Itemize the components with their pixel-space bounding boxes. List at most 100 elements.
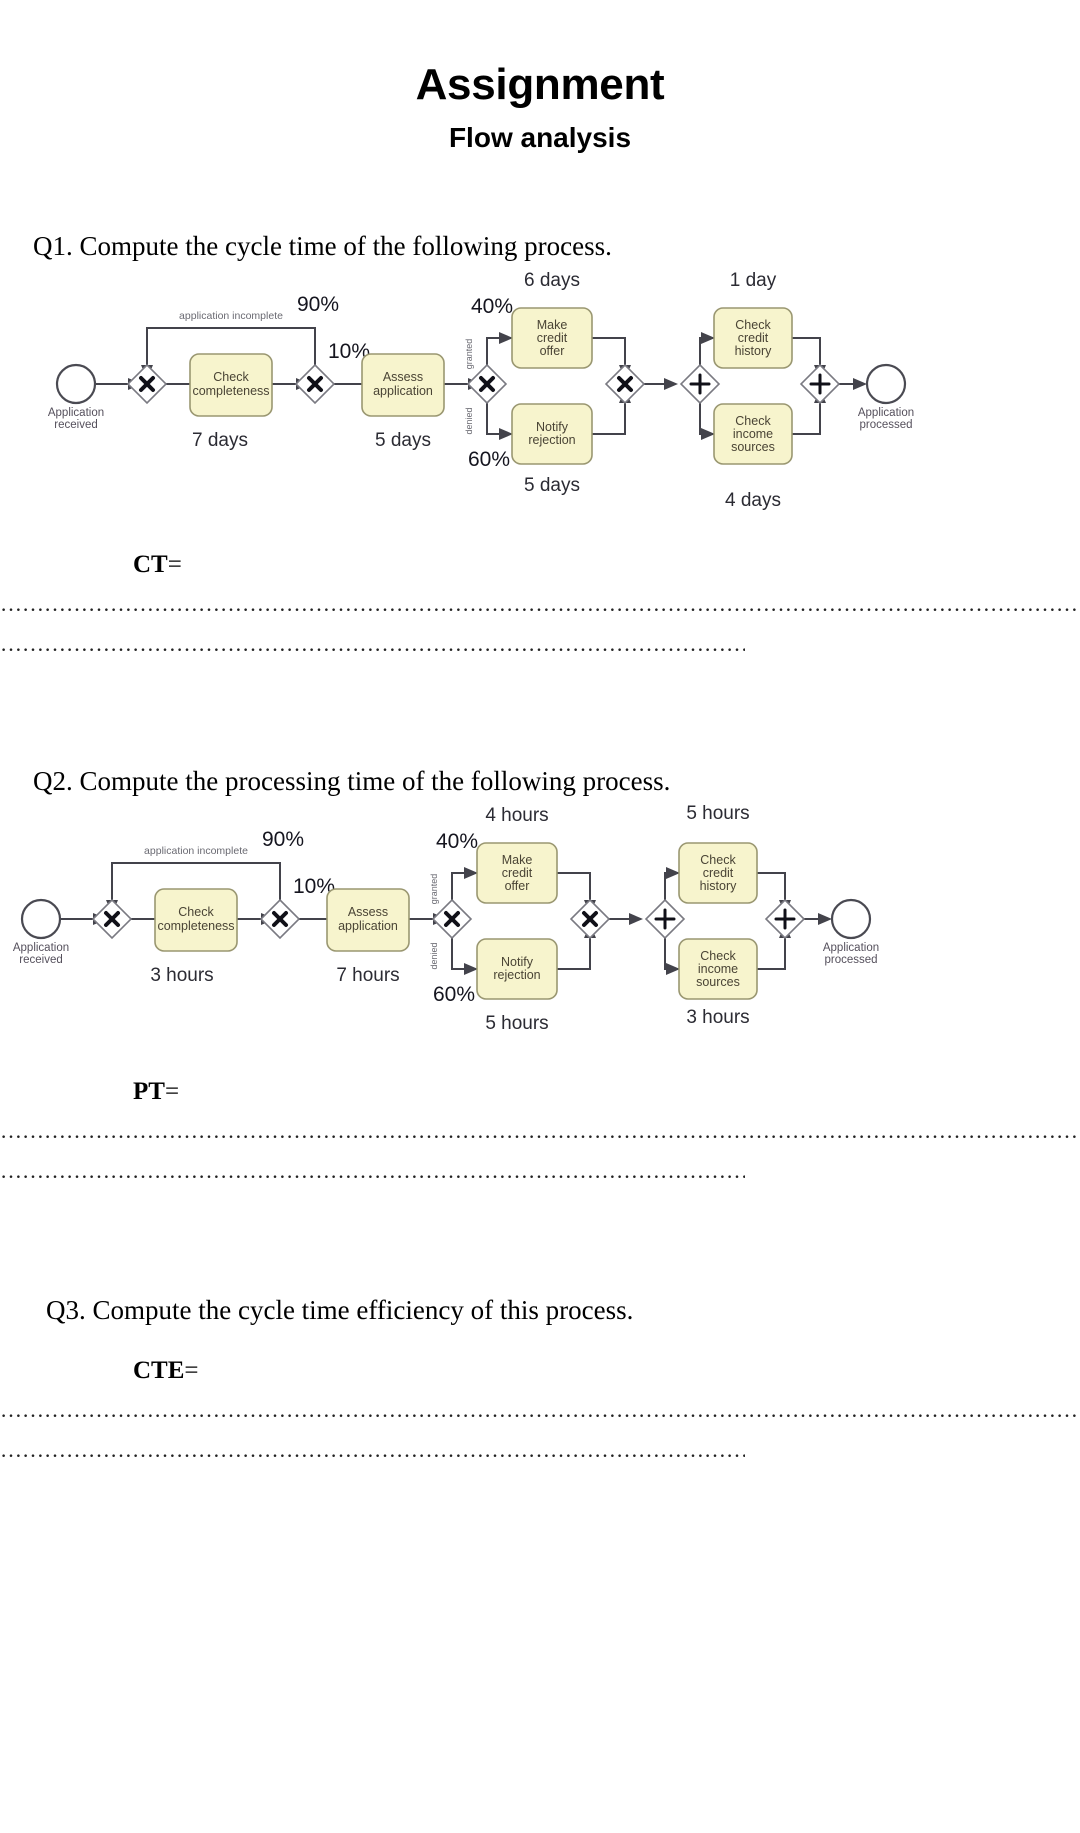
task-make-credit-offer-line3: offer (540, 344, 565, 358)
question-1-text: Q1. Compute the cycle time of the follow… (33, 231, 612, 262)
answer-label-pt-text: PT (133, 1077, 165, 1105)
task-notify-rejection-line2: rejection (493, 968, 540, 982)
duration-notify-rejection: 5 hours (485, 1013, 548, 1034)
start-event-circle (20, 898, 62, 939)
task-check-income-sources-line3: sources (731, 440, 775, 454)
start-event-label-line1: Application (48, 407, 104, 419)
duration-check-credit-history: 1 day (730, 270, 777, 291)
answer-label-cte-equals: = (184, 1357, 199, 1385)
task-check-income-sources (678, 937, 758, 1000)
task-assess-application (361, 353, 445, 417)
task-assess-application-line2: application (373, 384, 433, 398)
duration-make-credit-offer: 6 days (524, 270, 580, 291)
task-check-income-sources-line2: income (733, 427, 773, 441)
task-check-credit-history-line1: Check (700, 853, 736, 867)
task-check-completeness-line2: completeness (157, 919, 234, 933)
duration-check-income-sources: 3 hours (686, 1007, 749, 1028)
start-event-label-line1: Application (13, 942, 69, 954)
end-event-circle (865, 363, 907, 404)
pct-loop-back-1: 90% (297, 293, 339, 316)
answer-label-ct-text: CT (133, 550, 168, 578)
duration-make-credit-offer: 4 hours (485, 805, 548, 826)
task-make-credit-offer-line2: credit (537, 331, 568, 345)
answer-label-ct-equals: = (167, 550, 182, 578)
start-event-label-line2: received (54, 419, 97, 431)
task-notify-rejection-line1: Notify (501, 955, 534, 969)
pct-granted-2: 40% (436, 830, 478, 853)
document-title: Assignment (415, 60, 665, 109)
task-check-income-sources-line1: Check (700, 949, 736, 963)
duration-check-completeness: 7 days (192, 430, 248, 451)
bpmn-diagram-1: Application received Check completeness … (0, 266, 1080, 521)
task-check-income-sources-line1: Check (735, 414, 771, 428)
answer-line-pt-1[interactable]: …………………………………………………………………………………………………………… (0, 1117, 1080, 1143)
task-assess-application-line2: application (338, 919, 398, 933)
task-check-completeness (154, 887, 238, 952)
task-check-income-sources-line2: income (698, 962, 738, 976)
pct-forward-1: 10% (328, 340, 370, 363)
task-check-credit-history-line2: credit (738, 331, 769, 345)
pct-granted-1: 40% (471, 295, 513, 318)
task-check-completeness-line1: Check (213, 370, 249, 384)
task-check-credit-history-line1: Check (735, 318, 771, 332)
question-3-text: Q3. Compute the cycle time efficiency of… (46, 1294, 634, 1325)
answer-label-pt-equals: = (164, 1077, 180, 1105)
task-check-credit-history (678, 841, 758, 904)
document-subtitle: Flow analysis (448, 122, 632, 154)
task-notify-rejection (476, 937, 558, 1000)
answer-label-cte-text: CTE (133, 1357, 185, 1385)
task-notify-rejection-line1: Notify (536, 420, 569, 434)
answer-line-cte-1[interactable]: …………………………………………………………………………………………………………… (0, 1397, 1080, 1423)
task-assess-application (326, 887, 410, 952)
edge-label-denied-1: denied (464, 407, 474, 434)
task-notify-rejection (511, 403, 593, 465)
task-check-income-sources (713, 403, 793, 465)
task-notify-rejection-line2: rejection (528, 433, 575, 447)
start-event-label-line2: received (19, 954, 62, 966)
pct-loop-back-2: 90% (262, 828, 304, 851)
task-check-credit-history-line3: history (735, 344, 773, 358)
answer-line-pt-2[interactable]: …………………………………………………………………………………………………………… (0, 1157, 745, 1183)
task-make-credit-offer-line1: Make (502, 853, 533, 867)
task-check-completeness (189, 353, 273, 417)
bpmn-diagram-2: Application received Check completeness … (0, 801, 1080, 1056)
pct-denied-2: 60% (433, 983, 475, 1006)
loop-label-1: application incomplete (179, 310, 283, 322)
task-check-credit-history-line2: credit (703, 866, 734, 880)
start-event-circle (55, 363, 97, 404)
task-check-credit-history-line3: history (700, 879, 738, 893)
task-check-completeness-line1: Check (178, 905, 214, 919)
answer-line-ct-1[interactable]: …………………………………………………………………………………………………………… (0, 590, 1080, 616)
duration-notify-rejection: 5 days (524, 475, 580, 496)
task-assess-application-line1: Assess (383, 370, 423, 384)
loop-label-2: application incomplete (144, 845, 248, 857)
task-make-credit-offer (476, 841, 558, 904)
duration-assess-application: 5 days (375, 430, 431, 451)
answer-label-ct: CT= (0, 551, 1080, 579)
duration-check-credit-history: 5 hours (686, 803, 749, 824)
pct-denied-1: 60% (468, 448, 510, 471)
end-event-circle (830, 898, 872, 939)
task-check-income-sources-line3: sources (696, 975, 740, 989)
question-2-text: Q2. Compute the processing time of the f… (33, 765, 671, 796)
answer-label-cte: CTE= (0, 1357, 1080, 1385)
task-make-credit-offer-line3: offer (505, 879, 530, 893)
edge-label-granted-2: granted (429, 873, 439, 904)
end-event-label-line2: processed (824, 954, 877, 966)
task-check-credit-history (713, 307, 793, 369)
task-make-credit-offer (511, 307, 593, 369)
end-event-label-line1: Application (823, 942, 879, 954)
duration-check-completeness: 3 hours (150, 965, 213, 986)
edge-label-denied-2: denied (429, 942, 439, 969)
task-assess-application-line1: Assess (348, 905, 388, 919)
answer-line-ct-2[interactable]: …………………………………………………………………………………………………………… (0, 630, 745, 656)
edge-label-granted-1: granted (464, 339, 474, 370)
answer-line-cte-2[interactable]: …………………………………………………………………………………………………………… (0, 1437, 745, 1463)
duration-assess-application: 7 hours (336, 965, 399, 986)
answer-label-pt: PT= (0, 1078, 1080, 1106)
end-event-label-line2: processed (859, 419, 912, 431)
duration-check-income-sources: 4 days (725, 490, 781, 511)
task-make-credit-offer-line1: Make (537, 318, 568, 332)
pct-forward-2: 10% (293, 875, 335, 898)
